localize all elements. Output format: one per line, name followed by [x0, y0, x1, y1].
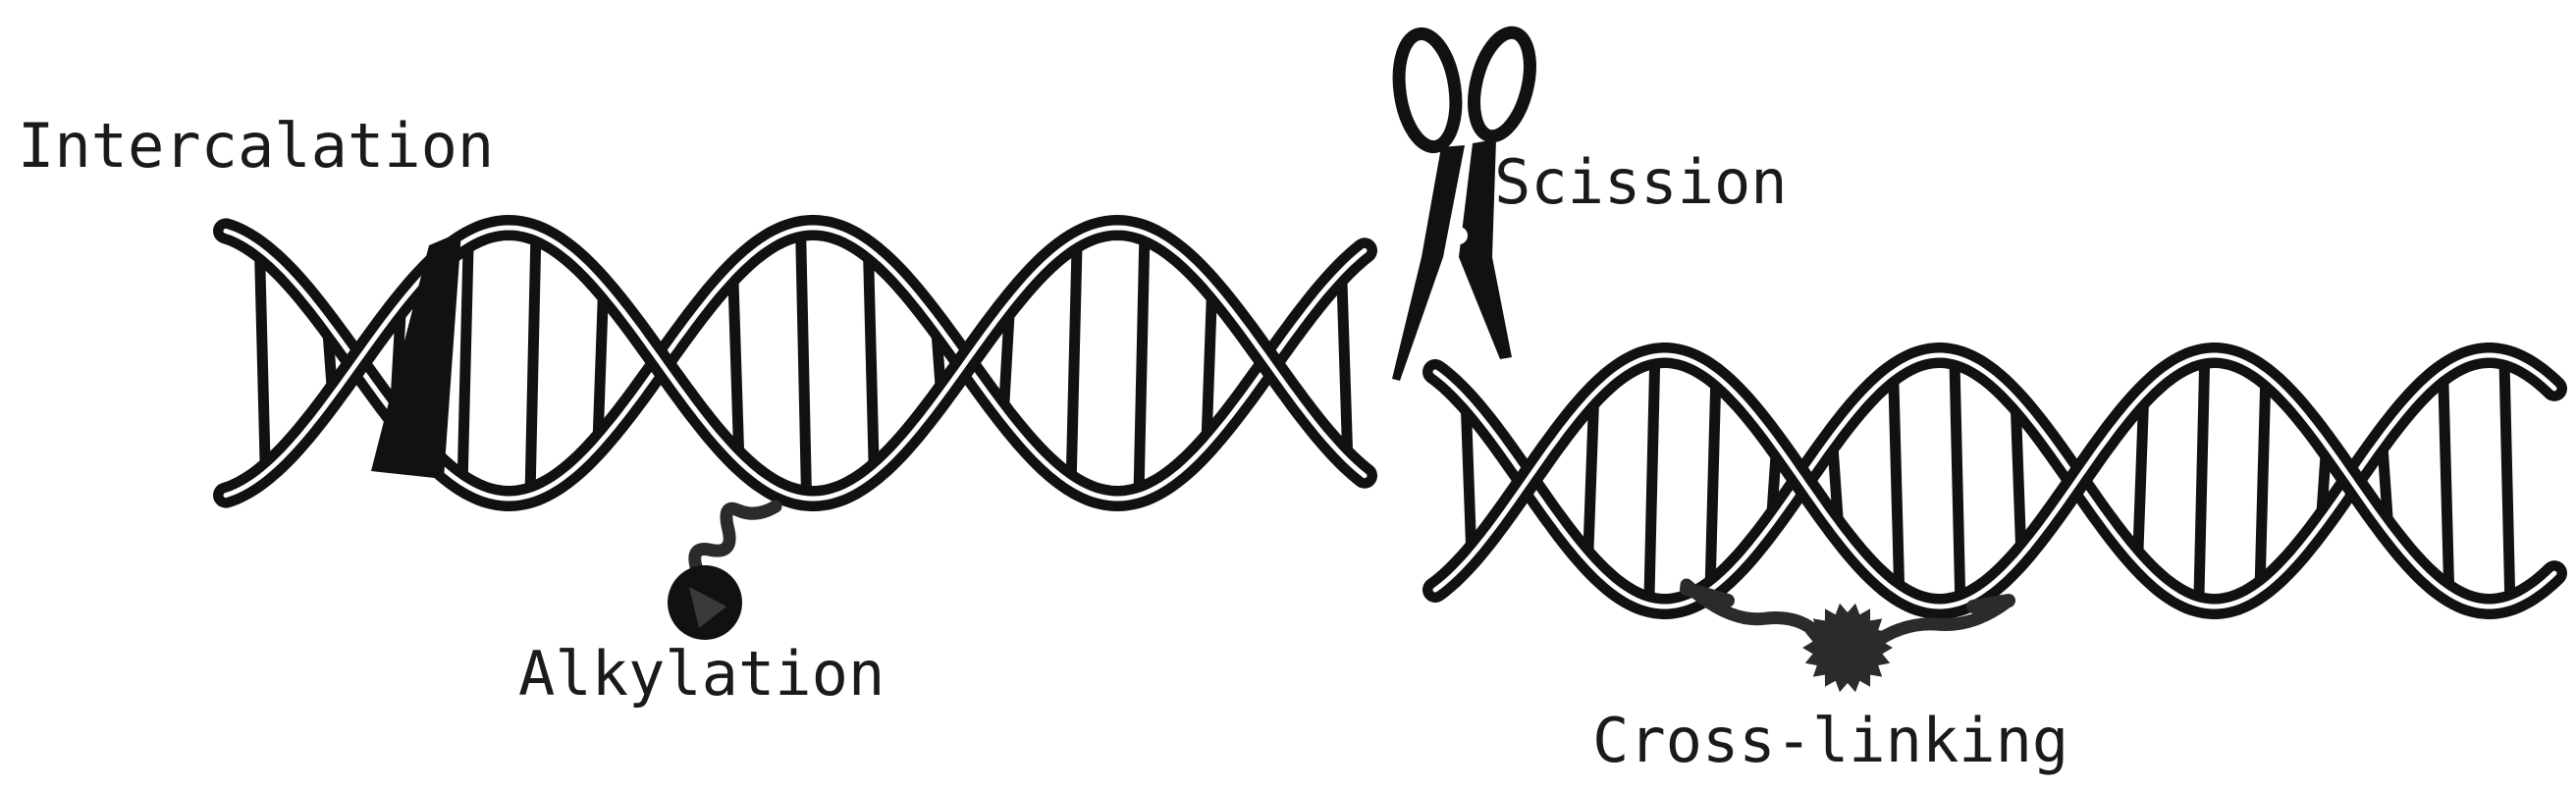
dna-helix-left — [213, 214, 1377, 512]
base-pair — [1888, 366, 1905, 596]
scissors-blade-left — [1392, 145, 1465, 381]
helix-right-strands — [1422, 343, 2567, 619]
base-pair — [795, 223, 813, 503]
label-cross-linking: Cross-linking — [1592, 705, 2068, 776]
base-pair — [1336, 266, 1354, 460]
scissors-left-handle — [1392, 26, 1463, 154]
base-pair — [2498, 351, 2516, 610]
label-alkylation: Alkylation — [518, 638, 885, 710]
base-pair — [592, 275, 610, 451]
backbone-strand-b — [223, 225, 1368, 501]
base-pair — [1133, 225, 1151, 501]
base-pair — [524, 225, 542, 501]
base-pair — [862, 243, 880, 483]
base-pair — [1949, 351, 1966, 610]
crosslink-core — [1802, 603, 1893, 693]
scissors-blade-right — [1459, 139, 1512, 359]
intercalator-wedge — [371, 232, 461, 479]
base-pair — [1583, 395, 1600, 567]
helix-right-rungs — [1460, 351, 2516, 610]
base-pair — [2193, 351, 2211, 610]
base-pair — [2010, 394, 2027, 568]
crosslink-arm-right — [1866, 594, 2015, 651]
base-pair — [1704, 366, 1722, 596]
base-pair — [456, 237, 474, 490]
backbone-strand-b — [1432, 352, 2557, 609]
base-pair — [253, 243, 271, 483]
base-pair — [2254, 366, 2272, 596]
base-pair — [1201, 275, 1218, 451]
dna-helix-right — [1422, 343, 2567, 619]
crosslink-stub-right — [1966, 594, 2015, 613]
scissors-icon — [1392, 26, 1536, 381]
base-pair — [1460, 394, 1477, 568]
backbone-strand-a — [1432, 352, 2557, 609]
adduct-ball-shade — [689, 587, 726, 628]
base-pair — [1643, 351, 1661, 610]
base-pair — [2132, 395, 2150, 567]
scissors-pivot — [1450, 227, 1468, 244]
label-intercalation: Intercalation — [18, 110, 494, 182]
crosslink-stub-left — [1680, 582, 1735, 607]
crosslink-arm-left — [1680, 578, 1831, 647]
scissors-right-handle — [1468, 26, 1536, 143]
base-pair — [2438, 366, 2455, 596]
label-scission: Scission — [1494, 146, 1788, 218]
crosslinker-icon — [1680, 578, 2015, 693]
base-pair — [727, 266, 745, 460]
alkylation-adduct — [668, 500, 782, 640]
base-pair — [1065, 237, 1083, 490]
